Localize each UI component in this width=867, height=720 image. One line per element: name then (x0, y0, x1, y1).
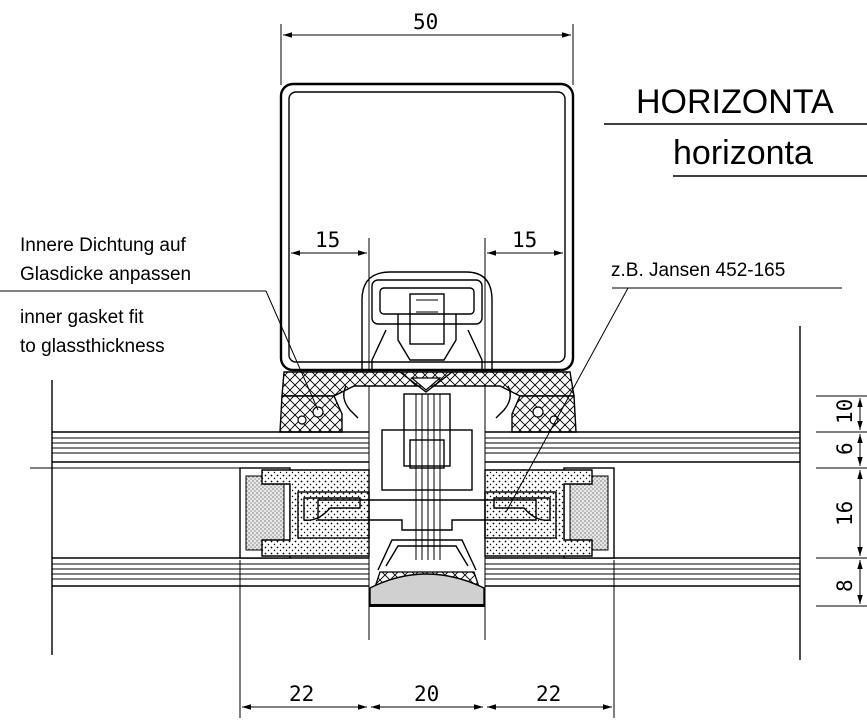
dimension-top-width: 50 (280, 10, 574, 85)
screw-shaft (381, 393, 473, 560)
spacer-right (484, 467, 615, 559)
dim-label-16: 16 (833, 501, 857, 526)
dim-label-50: 50 (413, 10, 438, 34)
dimension-bottom: 22 20 22 (239, 560, 615, 718)
screw-channel (361, 271, 493, 372)
note-gasket-en-2: to glassthickness (20, 336, 165, 357)
title-block: HORIZONTA horizonta (604, 83, 867, 177)
note-gasket-de-1: Innere Dichtung auf (20, 235, 187, 256)
gasket-band (279, 371, 577, 433)
dim-label-8: 8 (833, 579, 857, 592)
dim-label-15-right: 15 (512, 228, 537, 252)
dimension-insets: 15 15 (291, 228, 563, 640)
dim-label-20: 20 (414, 682, 439, 706)
dim-label-15-left: 15 (315, 228, 340, 252)
tube-profile (279, 82, 575, 372)
dim-label-6: 6 (833, 442, 857, 455)
glass-left (30, 380, 369, 655)
dim-label-22-right: 22 (536, 682, 561, 706)
annotation-reference: z.B. Jansen 452-165 (505, 260, 842, 513)
title-line-1: HORIZONTA (636, 83, 834, 121)
title-line-2: horizonta (673, 134, 813, 172)
dim-label-10: 10 (833, 399, 857, 424)
spacer-left (239, 467, 370, 559)
dim-label-22-left: 22 (289, 682, 314, 706)
note-gasket-en-1: inner gasket fit (20, 307, 144, 328)
outer-gasket (369, 539, 485, 607)
pressure-plate (317, 499, 537, 531)
dimension-right: 10 6 16 8 (816, 395, 867, 607)
annotation-gasket: Innere Dichtung auf Glasdicke anpassen i… (0, 235, 319, 411)
note-reference: z.B. Jansen 452-165 (611, 260, 785, 281)
note-gasket-de-2: Glasdicke anpassen (20, 264, 191, 285)
glass-right (485, 326, 801, 660)
